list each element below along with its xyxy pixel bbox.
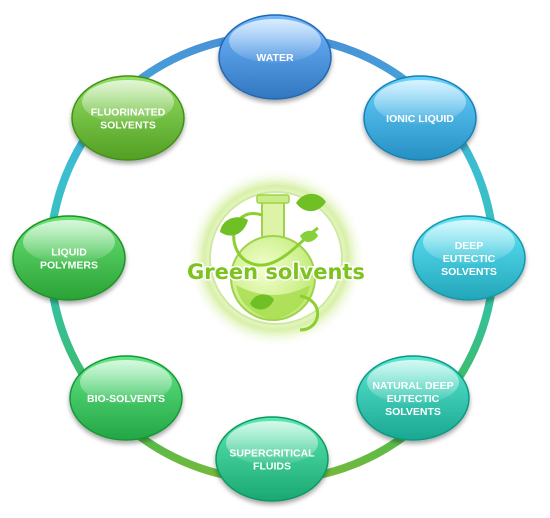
node-label: SUPERCRITICAL bbox=[229, 448, 315, 460]
node-gloss bbox=[82, 80, 174, 124]
node-label: EUTECTIC bbox=[443, 253, 496, 265]
node-ionic-liquid: IONIC LIQUID bbox=[363, 75, 477, 161]
node-label: SOLVENTS bbox=[100, 120, 156, 132]
node-gloss bbox=[23, 220, 115, 264]
center-title: Green solvents bbox=[187, 260, 365, 284]
flask-leaf-icon bbox=[220, 193, 326, 332]
node-water: WATER bbox=[218, 14, 332, 100]
center-emblem: Green solvents bbox=[186, 168, 366, 348]
node-label: POLYMERS bbox=[40, 260, 98, 272]
node-gloss bbox=[374, 80, 466, 124]
node-gloss bbox=[367, 360, 459, 404]
node-gloss bbox=[226, 421, 318, 465]
node-label: SOLVENTS bbox=[385, 406, 441, 418]
node-label: EUTECTIC bbox=[387, 393, 440, 405]
node-gloss bbox=[80, 360, 172, 404]
node-gloss bbox=[229, 19, 321, 63]
node-gloss bbox=[423, 220, 515, 264]
node-bio-solvents: BIO-SOLVENTS bbox=[69, 355, 183, 441]
node-label: SOLVENTS bbox=[441, 266, 497, 278]
node-label: WATER bbox=[256, 52, 294, 64]
node-label: LIQUID bbox=[51, 247, 87, 259]
node-label: BIO-SOLVENTS bbox=[87, 393, 165, 405]
node-label: IONIC LIQUID bbox=[386, 113, 454, 125]
node-label: FLUORINATED bbox=[91, 107, 166, 119]
node-label: DEEP bbox=[455, 240, 484, 252]
node-label: NATURAL DEEP bbox=[372, 380, 453, 392]
node-label: FLUIDS bbox=[253, 461, 291, 473]
